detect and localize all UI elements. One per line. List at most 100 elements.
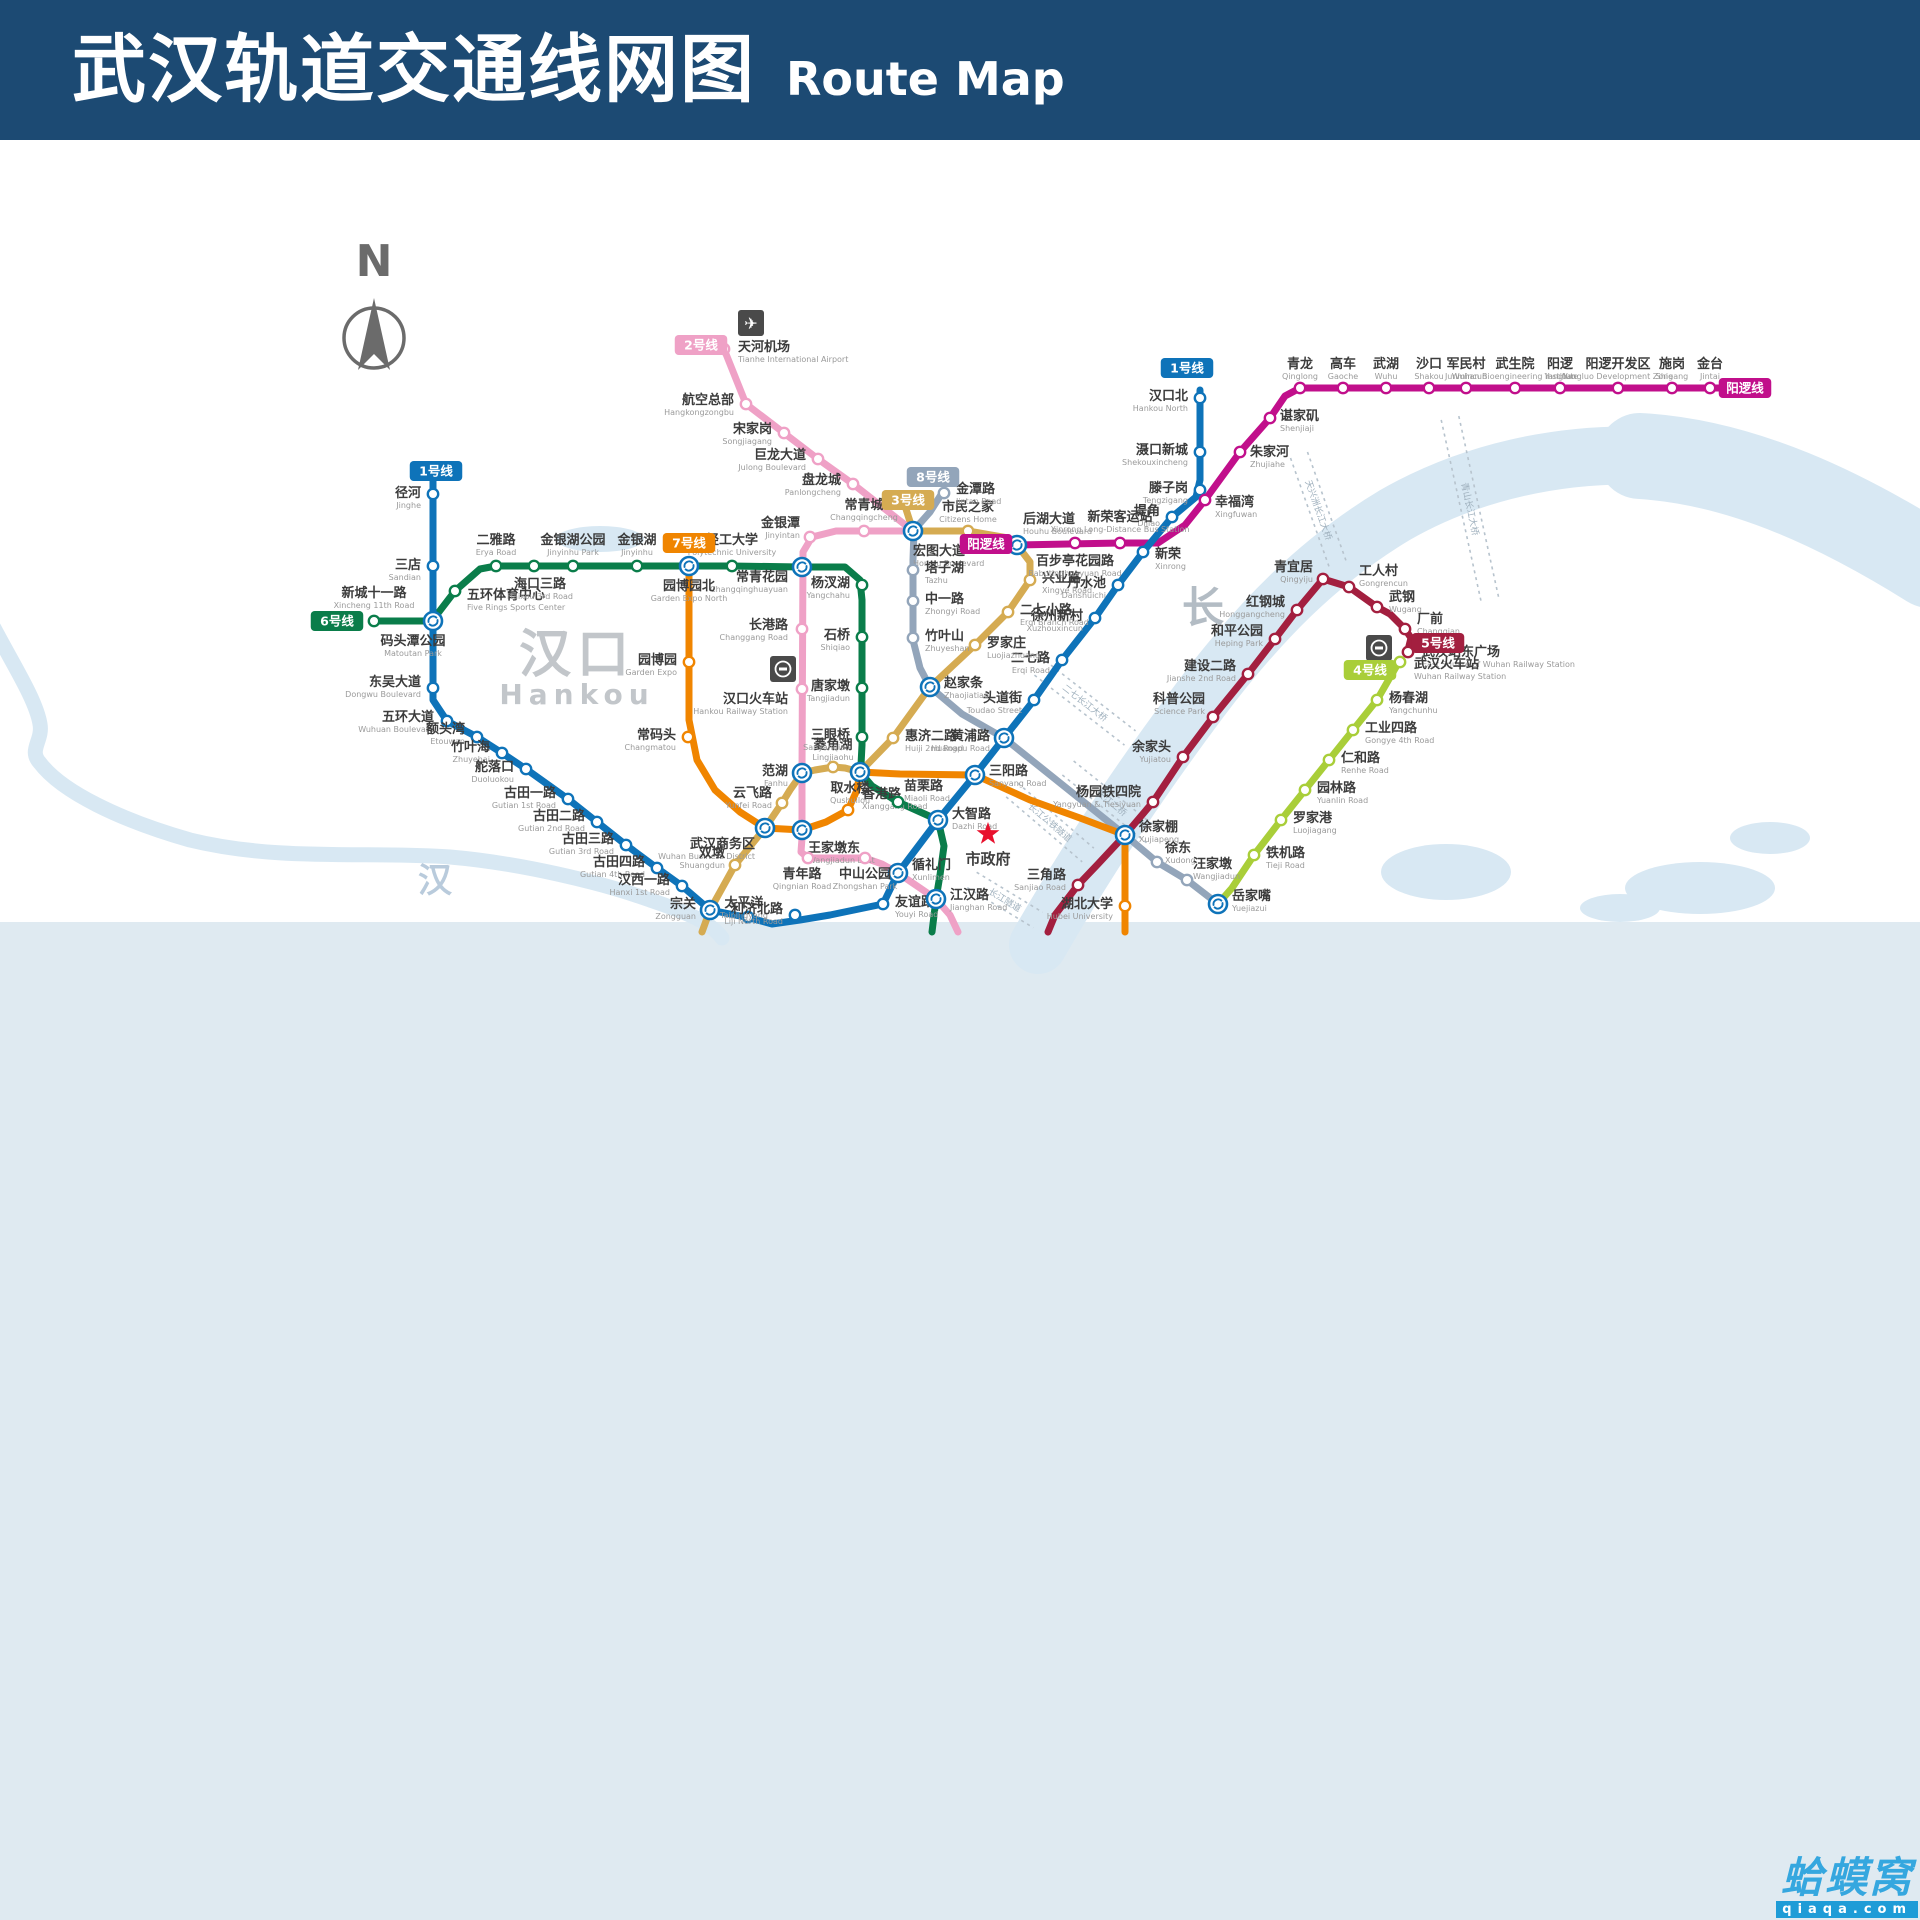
watermark-url: qiaqa.com xyxy=(1776,1901,1918,1918)
river-2 xyxy=(0,623,730,946)
watermark-logo: 蛤蟆窝 xyxy=(1781,1853,1914,1902)
station-label-cn-qinglong: 青龙 xyxy=(1287,356,1313,372)
station-shekouxincheng xyxy=(1193,445,1207,459)
station-tangjiadun xyxy=(855,681,869,695)
metro-logo-icon xyxy=(427,615,439,627)
station-label-en-shuangdun: Shuangdun xyxy=(680,861,726,870)
station-label-en-jinghe: Jinghe xyxy=(395,501,421,510)
lake-1 xyxy=(1381,844,1511,900)
interchange-station-honglu-boulevard xyxy=(902,520,924,542)
station-label-cn-wuhan-business-district: 武汉商务区 xyxy=(690,836,755,852)
station-label-en-tengzigang: Tengzigang xyxy=(1142,496,1188,505)
government-label: 市政府 xyxy=(965,850,1010,868)
area-label-: 汉 xyxy=(418,861,458,901)
station-label-en-wuhan-railway-station: Wuhan Railway Station xyxy=(1414,672,1506,681)
station-label-cn-shakou: 沙口 xyxy=(1416,357,1442,372)
station-label-en-hubei-university: Hubei University xyxy=(1047,912,1113,921)
line-badge-l6 xyxy=(310,611,364,631)
station-label-en-haikou-3rd-road: Haikou 3rd Road xyxy=(507,592,573,601)
line-badge-l1 xyxy=(409,461,463,481)
station-label-cn-xingfuwan: 幸福湾 xyxy=(1215,494,1254,510)
line-badge-label-l4: 4号线 xyxy=(1353,663,1387,678)
station-label-cn-zhongshan-park: 中山公园 xyxy=(839,866,891,882)
metro-logo-icon xyxy=(930,893,942,905)
metro-logo-icon xyxy=(796,767,808,779)
station-label-en-jinyinhu-park: Jinyinhu Park xyxy=(546,548,599,557)
station-label-cn-dongwu-boulevard: 东吴大道 xyxy=(369,674,421,690)
station-label-cn-yangchahu: 杨汊湖 xyxy=(811,575,850,591)
river-1 xyxy=(1597,413,1920,607)
station-label-cn-changmatou: 常码头 xyxy=(637,727,676,743)
interchange-station-xunlimen xyxy=(887,862,909,884)
station-label-en-hanxi-1st-road: Hanxi 1st Road xyxy=(610,888,671,897)
station-sanjiao-road xyxy=(1071,878,1085,892)
station-label-cn-gutian-1st-road: 古田一路 xyxy=(504,785,557,801)
station-dijiao xyxy=(1165,510,1179,524)
metro-logo-icon xyxy=(924,681,936,693)
station-label-en-gutian-2nd-road: Gutian 2nd Road xyxy=(518,824,585,833)
station-label-cn-hanxi-1st-road: 汉西一路 xyxy=(618,872,671,888)
lake-4 xyxy=(1580,894,1660,922)
station-label-en-youyi-road: Youyi Road xyxy=(894,910,938,919)
station-label-cn-danshuichi: 丹水池 xyxy=(1067,575,1106,591)
station-label-en-hangkongzongbu: Hangkongzongbu xyxy=(664,408,734,417)
rail-icon xyxy=(770,656,796,682)
station-erqi-road xyxy=(1055,653,1069,667)
station-label-cn-xudong: 徐东 xyxy=(1164,840,1191,856)
interchange-station-sanyang-road xyxy=(964,764,986,786)
station-label-en-lingjiaohu: Lingjiaohu xyxy=(812,753,853,762)
station-erya-road xyxy=(489,559,503,573)
station-xingye-road xyxy=(1023,573,1037,587)
bridge-dash xyxy=(1458,415,1500,599)
station-label-en-xinrong-long-distance-bus-station: Xinrong Long-Distance Bus Station xyxy=(1051,525,1190,534)
station-label-en-songjiagang: Songjiagang xyxy=(722,437,772,446)
station-zhongshan-park xyxy=(858,851,872,865)
station-zhujiahe xyxy=(1233,445,1247,459)
station-science-park xyxy=(1206,710,1220,724)
station-label-cn-changgang-road: 长港路 xyxy=(749,617,789,633)
station-label-cn-toudao-street: 头道街 xyxy=(983,690,1022,706)
station-xingfuwan xyxy=(1198,493,1212,507)
station-label-en-qingnian-road: Qingnian Road xyxy=(773,882,832,891)
line-badge-label-l8: 8号线 xyxy=(916,470,950,485)
station-label-en-gutian-4th-road: Gutian 4th Road xyxy=(580,870,645,879)
station-label-cn-science-park: 科普公园 xyxy=(1153,691,1205,707)
government-star-icon xyxy=(976,822,1000,844)
station-label-cn-yangyuan-tiesiyuan: 杨园铁四院 xyxy=(1076,784,1141,800)
station-changqian xyxy=(1398,622,1412,636)
station-label-cn-xinrong-long-distance-bus-station: 新荣客运站 xyxy=(1087,509,1152,525)
line-badge-l4 xyxy=(1343,660,1397,680)
station-label-en-shigang: Shigang xyxy=(1656,372,1689,381)
station-yangluo xyxy=(1553,381,1567,395)
station-xudong xyxy=(1150,855,1164,869)
bridge-dash xyxy=(1440,419,1482,603)
station-label-cn-polytechnic-university: 轻工大学 xyxy=(706,532,758,548)
interchange-station-xujiapeng xyxy=(1114,824,1136,846)
station-label-cn-etouwan: 额头湾 xyxy=(426,721,465,737)
line-badge-label-l1: 1号线 xyxy=(419,464,453,479)
station-label-cn-changqingcheng: 常青城 xyxy=(844,497,883,513)
interchange-station-matoutan-park xyxy=(422,610,444,632)
page-title-cn: 武汉轨道交通线网图 xyxy=(72,27,756,113)
station-label-en-gongye-4th-road: Gongye 4th Road xyxy=(1365,736,1434,745)
station-label-en-gongrencun: Gongrencun xyxy=(1359,579,1408,588)
station-liji-north-road xyxy=(788,908,802,922)
station-label-en-qinglong: Qinglong xyxy=(1282,372,1318,381)
interchange-station-garden-expo-north xyxy=(678,555,700,577)
station-label-en-yujiatou: Yujiatou xyxy=(1139,755,1172,764)
line-path-l6 xyxy=(370,562,948,936)
station-label-cn-luojiagang: 罗家港 xyxy=(1293,810,1333,826)
line-badge-l2 xyxy=(674,335,728,355)
rail-glyph-bar xyxy=(1375,646,1383,650)
station-label-en-jianghan-road: Jianghan Road xyxy=(949,903,1007,912)
station-label-cn-yuejiazui: 岳家嘴 xyxy=(1232,888,1271,904)
station-label-en-toudao-street: Toudao Street xyxy=(966,706,1022,715)
station-label-cn-jinyinhu-park: 金银湖公园 xyxy=(539,532,605,548)
station-label-en-fanhu: Fanhu xyxy=(764,779,788,788)
station-label-en-tangjiadun: Tangjiadun xyxy=(806,694,850,703)
station-dongwu-boulevard xyxy=(426,681,440,695)
station-label-cn-wuhuan-boulevard: 五环大道 xyxy=(382,709,434,725)
metro-map: 天兴洲长江大桥青山长江大桥二七长江大桥长江二桥长江公铁隧道长江隧道汉口Hanko… xyxy=(0,140,1920,1920)
station-label-cn-babutinghuayuan-road: 百步亭花园路 xyxy=(1036,553,1115,569)
station-label-cn-xianggang-road: 香港路 xyxy=(861,786,902,802)
